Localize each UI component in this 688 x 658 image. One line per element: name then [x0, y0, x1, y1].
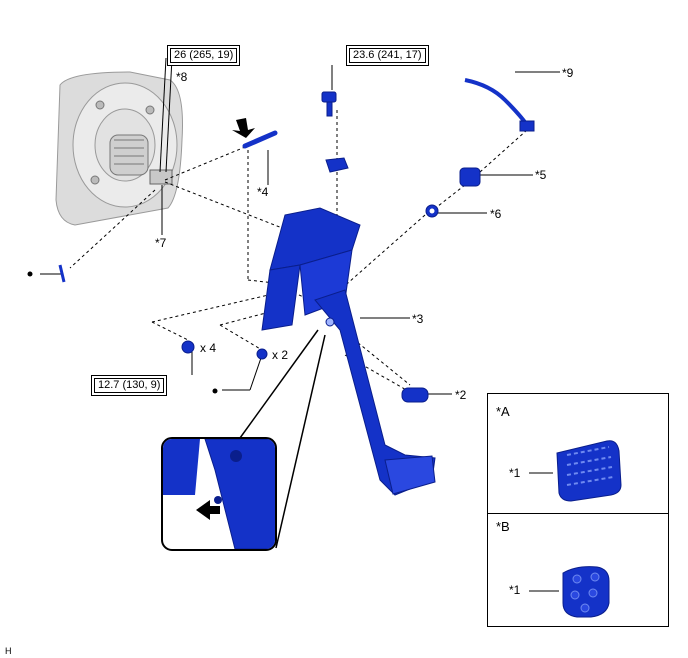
torque-label: 12.7 (130, 9): [94, 378, 165, 393]
legend-part-label: *1: [509, 583, 521, 597]
legend-tag: *B: [496, 519, 510, 534]
inset-arrow-icon: [196, 500, 220, 520]
torque-spec: 26 (265, 19): [167, 45, 241, 66]
torque-spec: 12.7 (130, 9): [91, 375, 168, 396]
pedal-pad-ribbed: [556, 440, 622, 502]
reference-dot: [27, 271, 33, 277]
reference-dot: [212, 388, 218, 394]
callout-label: *7: [155, 236, 167, 250]
brake-pedal-assembly: [261, 207, 436, 496]
callout-leaders: [40, 57, 560, 549]
bolt-head: [321, 91, 337, 103]
retainer-clip: [325, 157, 349, 173]
clevis-pin: [242, 130, 278, 149]
harness-connector: [519, 120, 535, 132]
callout-label: *3: [412, 312, 424, 326]
detail-inset: [161, 437, 277, 551]
clip: [58, 264, 66, 283]
legend-art: [529, 440, 622, 618]
brake-booster: [55, 71, 183, 226]
callout-label: *8: [176, 70, 188, 84]
pedal-pad-dotted: [562, 566, 610, 618]
legend-part-label: *1: [509, 466, 521, 480]
torque-label: 26 (265, 19): [170, 48, 238, 63]
nut-x4: [181, 340, 195, 354]
figure-code: H: [5, 646, 12, 656]
legend-tag: *A: [496, 404, 510, 419]
callout-label: *2: [455, 388, 467, 402]
callout-label: *9: [562, 66, 574, 80]
callout-label: x 4: [200, 341, 217, 355]
small-parts: [27, 78, 535, 403]
callout-label: x 2: [272, 348, 289, 362]
torque-label: 23.6 (241, 17): [349, 48, 426, 63]
wire-harness: [464, 78, 529, 127]
torque-spec: 23.6 (241, 17): [346, 45, 429, 66]
callout-label: *6: [490, 207, 502, 221]
pedal-pad: [401, 387, 429, 403]
callout-label: *5: [535, 168, 547, 182]
bolt-shank: [326, 101, 333, 117]
install-arrow-icon: [232, 118, 255, 138]
stop-lamp-switch: [459, 167, 481, 187]
nut-x2: [256, 348, 268, 360]
callout-label: *4: [257, 185, 269, 199]
